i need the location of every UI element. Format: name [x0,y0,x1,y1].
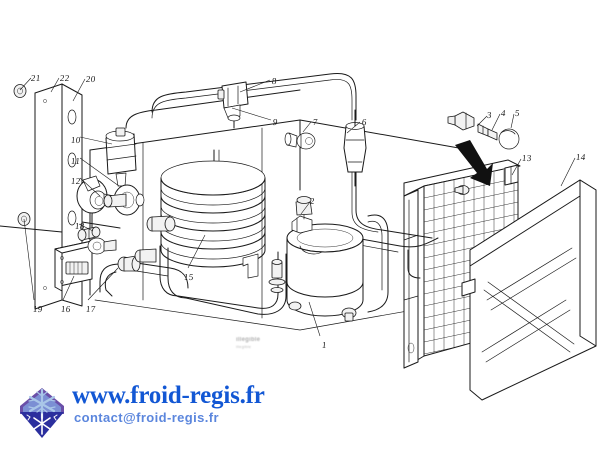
valve-cluster [54,175,176,292]
compressor-terminal-cover [295,196,313,220]
callout-10: 10 [70,135,82,145]
leader-line-12 [79,177,101,197]
pressure-switch-8 [217,81,249,129]
fitting-part-4 [477,123,498,141]
callout-leaders [19,77,576,337]
leader-line-21 [19,77,32,91]
valve-body-12 [76,175,108,214]
pipe-coupling-18 [77,226,101,241]
callout-21: 21 [30,73,42,83]
leader-line-11 [79,157,120,187]
leader-line-10 [79,136,113,145]
fitting-17 [117,255,141,272]
callout-9: 9 [272,117,279,127]
callout-20: 20 [85,74,97,84]
callout-14: 14 [575,152,587,162]
callout-19: 19 [32,304,44,314]
compressor-mounting-foot [288,301,357,322]
leader-line-15 [187,234,206,269]
compressor-discharge-stub [268,259,286,293]
leader-line-20 [72,78,86,102]
callout-16: 16 [60,304,72,314]
leader-line-8 [239,79,271,93]
leader-line-19 [23,218,35,301]
callout-17: 17 [85,304,97,314]
solenoid-block-18 [54,240,97,292]
helical-heat-exchanger-coil [160,160,266,279]
callout-13: 13 [521,153,533,163]
callout-8: 8 [271,76,278,86]
callout-3: 3 [486,110,493,120]
leader-line-22 [50,77,60,93]
assembly-arrow [455,140,493,186]
leader-line-7 [302,121,312,133]
leader-line-5 [510,113,515,129]
watermark-branding: www.froid-regis.fr contact@froid-regis.f… [14,382,314,444]
leader-line-18 [78,223,94,232]
leader-line-14 [560,157,576,187]
leader-line-16 [62,275,75,301]
callout-18: 18 [74,221,86,231]
leader-line-3 [476,115,488,127]
stamp-line-2: illegible [236,344,252,349]
valve-16 [87,237,117,255]
condenser-grille-assembly [403,159,597,401]
pipe-couplings-right [134,215,176,263]
contact-email: contact@froid-regis.fr [74,410,219,425]
callout-22: 22 [59,73,71,83]
service-valve-7 [284,132,316,150]
tee-fitting [103,193,127,208]
callout-7: 7 [312,117,319,127]
callout-5: 5 [514,108,521,118]
website-url: www.froid-regis.fr [72,382,265,409]
stamp-line-1: illegible [236,337,261,343]
compressor-unit [268,196,389,322]
leader-line-1 [308,301,321,337]
fitting-part-3 [447,111,475,131]
leader-line-9 [231,107,272,121]
leader-line-6 [346,121,361,134]
leader-line-2 [300,201,311,215]
snowflake-house-logo [20,388,64,438]
fitting-part-5 [498,128,520,150]
condenser-inlet-stub [454,185,470,195]
exploded-fitting-parts [447,111,520,195]
expansion-valve-11 [103,184,145,216]
leader-line-13 [511,158,522,176]
callout-4: 4 [500,108,507,118]
leader-line-17 [87,267,119,301]
leader-line-4 [491,113,501,131]
callout-6: 6 [361,117,368,127]
callout-11: 11 [70,156,81,166]
callout-15: 15 [183,272,195,282]
drawing-stamp: illegible illegible [236,337,302,359]
callout-12: 12 [70,176,82,186]
